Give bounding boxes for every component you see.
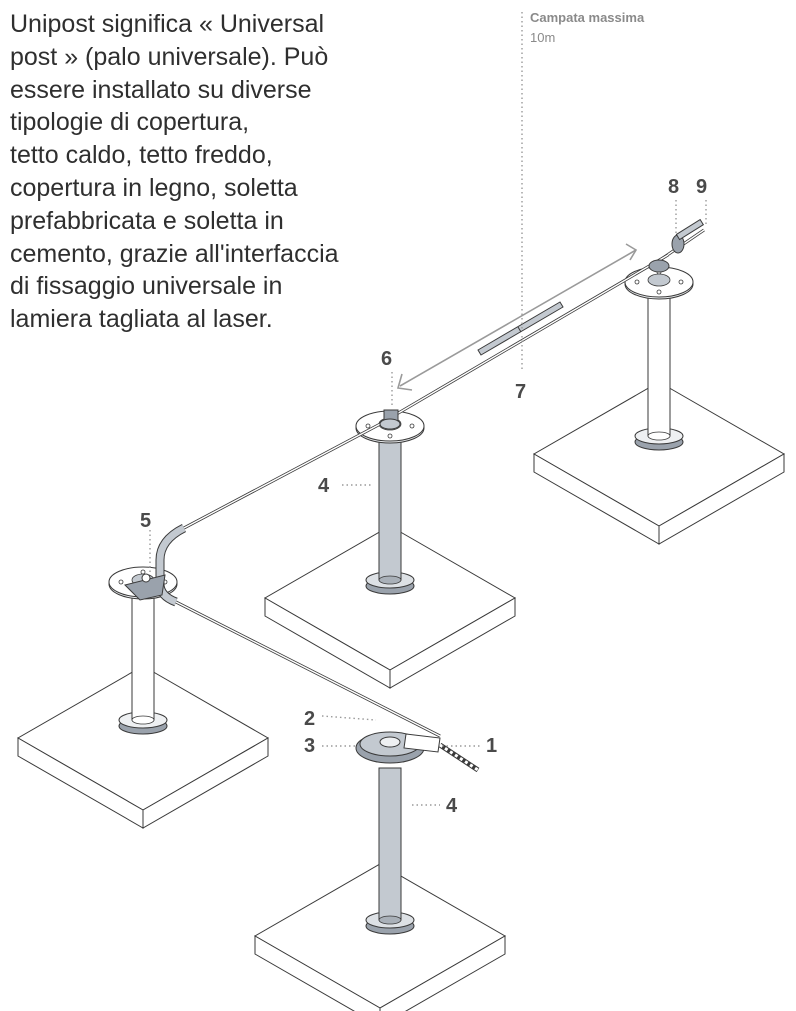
post-assembly-middle — [264, 410, 516, 689]
callout-4-lower: 4 — [446, 795, 458, 817]
span-caption-title: Campata massima — [530, 10, 645, 25]
intro-line: tipologie di copertura, — [10, 108, 250, 137]
intro-line: Unipost significa « Universal — [10, 10, 325, 38]
span-caption-value: 10m — [530, 30, 555, 45]
intro-line: di fissaggio universale in — [10, 272, 283, 301]
callout-8: 8 — [668, 176, 679, 198]
intro-line: cemento, grazie all'interfaccia — [10, 239, 339, 268]
intro-line: copertura in legno, soletta — [10, 173, 298, 202]
intro-paragraph: Unipost significa « Universal post » (pa… — [10, 8, 410, 336]
post-assembly-front — [254, 731, 506, 1011]
callout-4-upper: 4 — [318, 475, 330, 497]
tensioner — [477, 301, 564, 356]
callout-3: 3 — [304, 735, 315, 757]
intro-line: tetto caldo, tetto freddo, — [10, 141, 273, 170]
intro-line: prefabbricata e soletta in — [10, 206, 284, 235]
cable-end-fitting — [648, 218, 705, 273]
intro-line: lamiera tagliata al laser. — [10, 305, 273, 334]
callout-9: 9 — [696, 176, 707, 198]
callout-2: 2 — [304, 708, 315, 730]
intro-line: post » (palo universale). Può — [10, 42, 329, 71]
callout-5: 5 — [140, 510, 151, 532]
callout-1: 1 — [486, 735, 497, 757]
post-assembly-right — [533, 266, 785, 545]
callout-6: 6 — [381, 348, 392, 370]
post-assembly-left — [17, 566, 269, 829]
intro-line: essere installato su diverse — [10, 75, 312, 104]
callout-leaders — [149, 12, 707, 806]
span-arrow — [396, 243, 638, 391]
corner-bracket — [124, 573, 166, 601]
intermediate-bracket — [379, 409, 401, 430]
callout-7: 7 — [515, 381, 526, 403]
